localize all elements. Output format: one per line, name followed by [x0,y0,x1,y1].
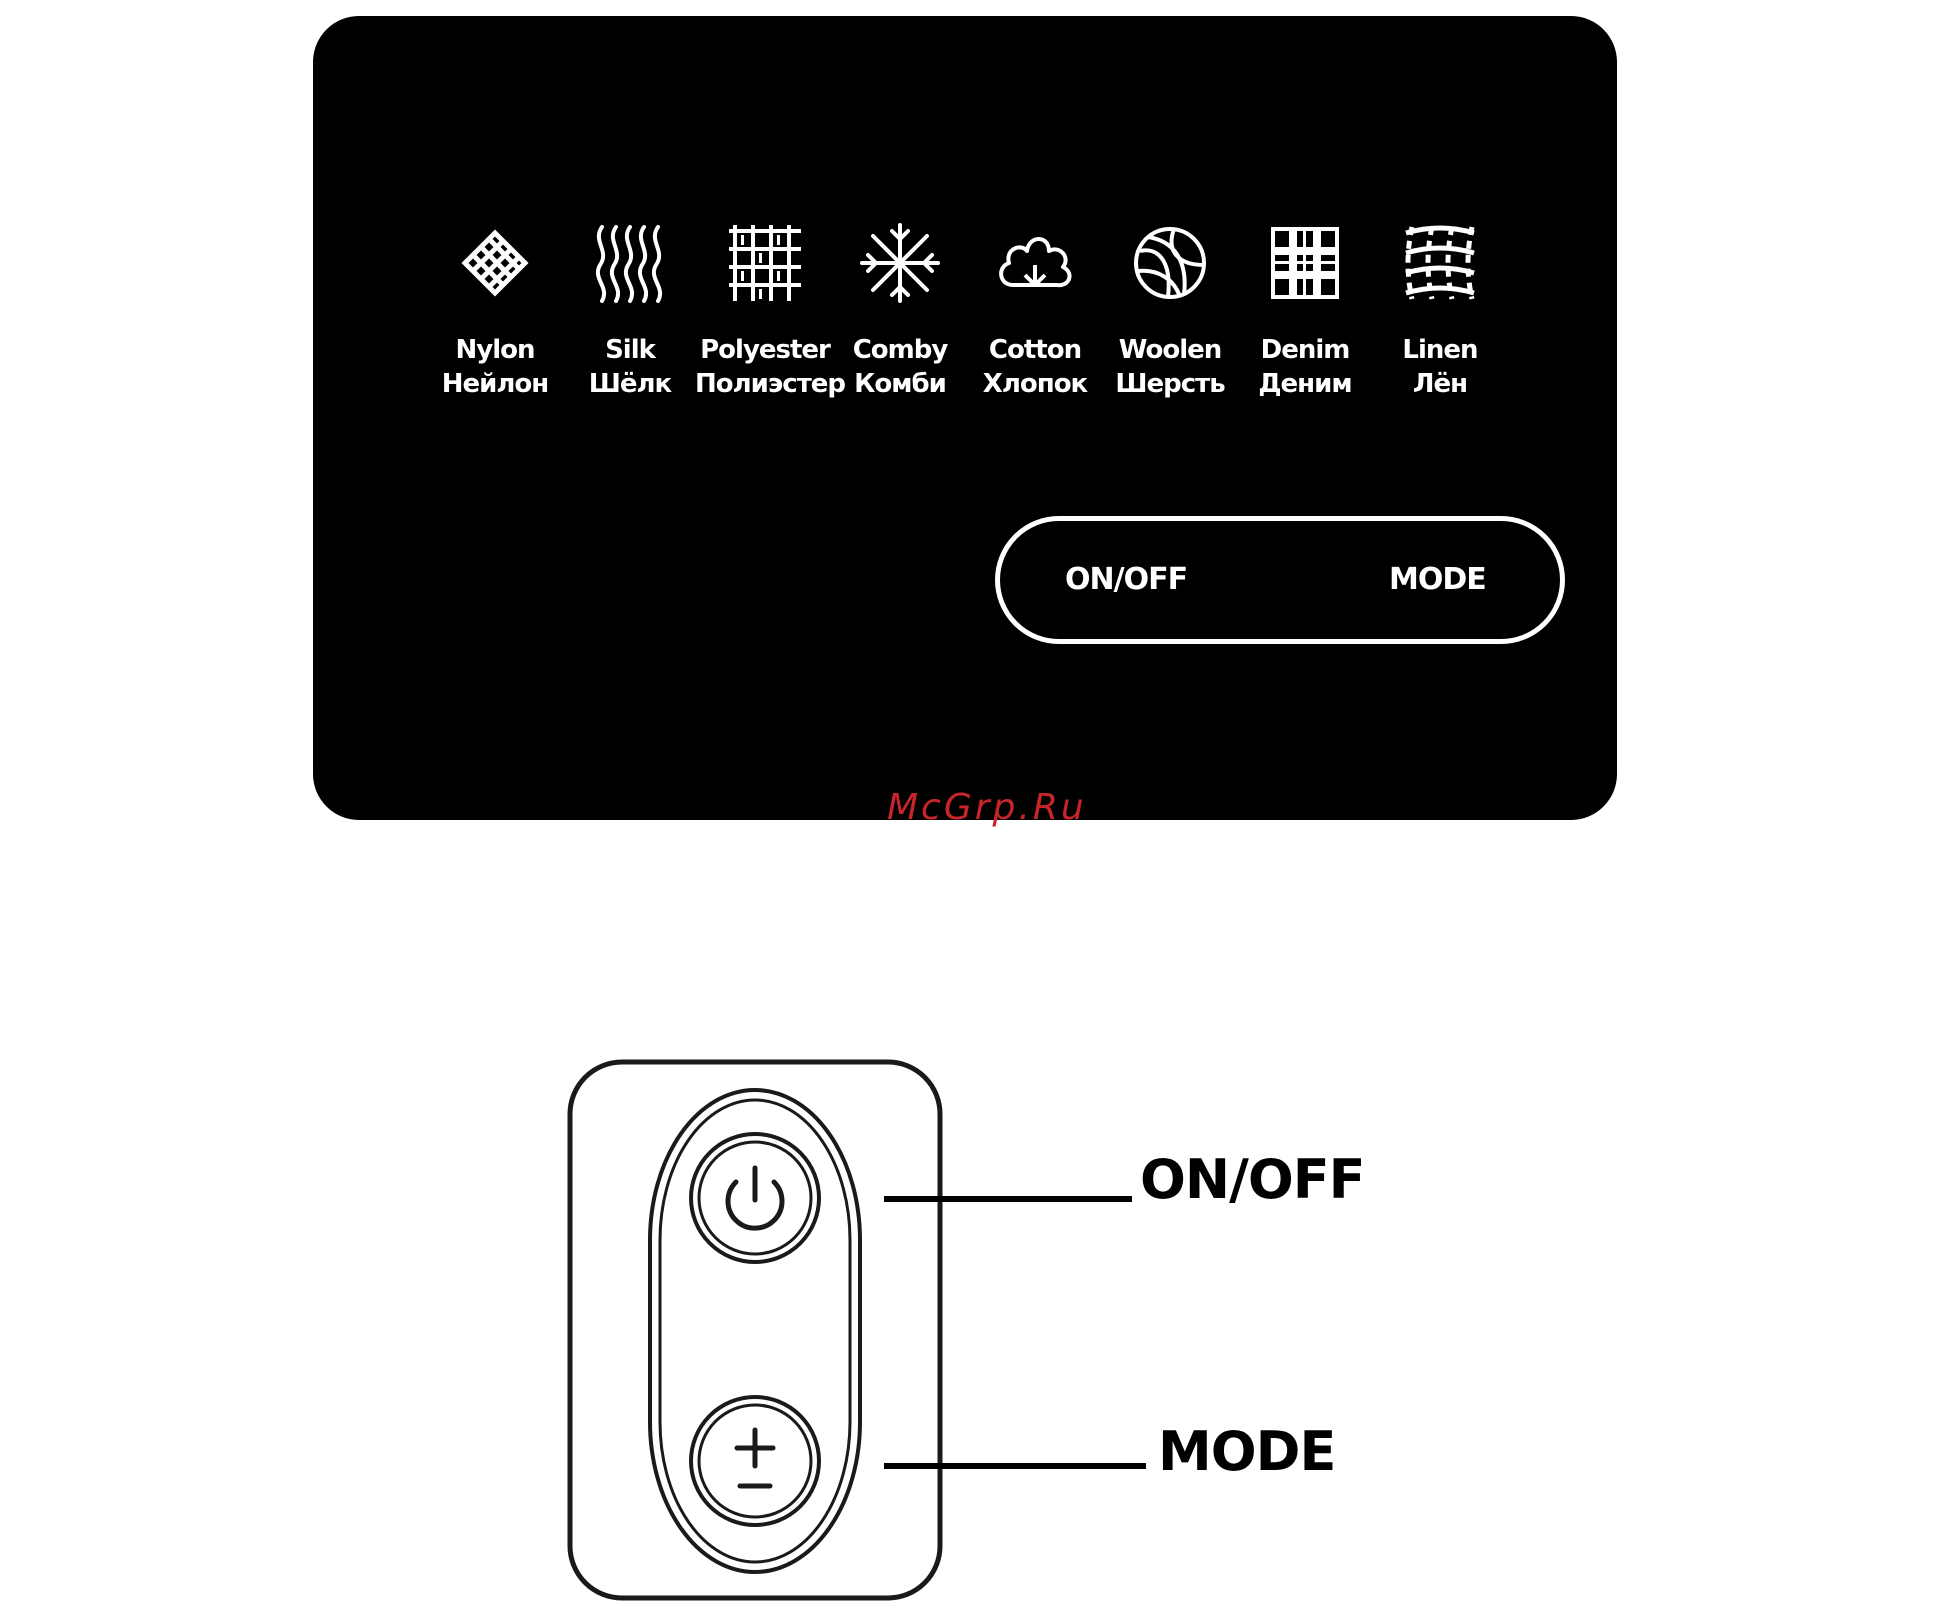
mode-callout-label: MODE [1158,1420,1335,1483]
device-onoff-button[interactable] [691,1134,819,1262]
onoff-callout-label: ON/OFF [1140,1148,1365,1211]
device-mode-button[interactable] [691,1397,819,1525]
